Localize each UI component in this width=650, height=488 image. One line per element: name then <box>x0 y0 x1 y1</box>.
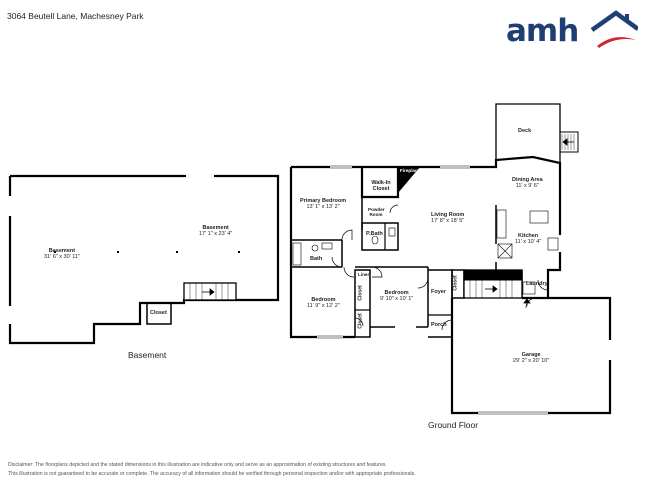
bath-label: Bath <box>310 256 323 262</box>
logo-text: amh <box>506 13 579 49</box>
foyer-label: Foyer <box>431 289 446 295</box>
porch-label: Porch <box>431 322 447 328</box>
ground-outline-left <box>289 167 355 339</box>
ground-floor-title: Ground Floor <box>428 420 479 430</box>
basement-closet-label: Closet <box>150 310 167 316</box>
disclaimer-line-1: Disclaimer: The floorplans depicted and … <box>8 462 387 468</box>
fireplace-shape <box>398 167 420 193</box>
foyer-closet-label: Closet <box>452 275 459 291</box>
basement-closet-outline <box>146 302 172 325</box>
linen-label: Linen <box>358 272 371 277</box>
bedroom-closet-a-label: Closet <box>357 285 364 301</box>
amh-logo: amh <box>506 10 638 52</box>
pbath-label: P.Bath <box>366 231 383 237</box>
property-address: 3064 Beutell Lane, Machesney Park <box>7 11 144 21</box>
basement-floor-title: Basement <box>128 350 167 360</box>
laundry-label: Laundry <box>526 281 548 287</box>
deck-label: Deck <box>518 128 532 134</box>
powder-room-label: Powder Room <box>368 207 385 218</box>
fireplace-label: Fireplace <box>400 168 421 173</box>
basement-outline <box>8 174 280 345</box>
door-arc <box>341 229 353 241</box>
deck-outline <box>495 103 561 163</box>
disclaimer-line-2: This illustration is not guaranteed to b… <box>8 471 416 477</box>
garage-outline <box>450 296 612 415</box>
logo-house-icon <box>590 10 638 48</box>
walkin-closet-label: Walk-In Closet <box>371 180 391 193</box>
bedroom-closet-b-label: Closet <box>357 313 364 329</box>
